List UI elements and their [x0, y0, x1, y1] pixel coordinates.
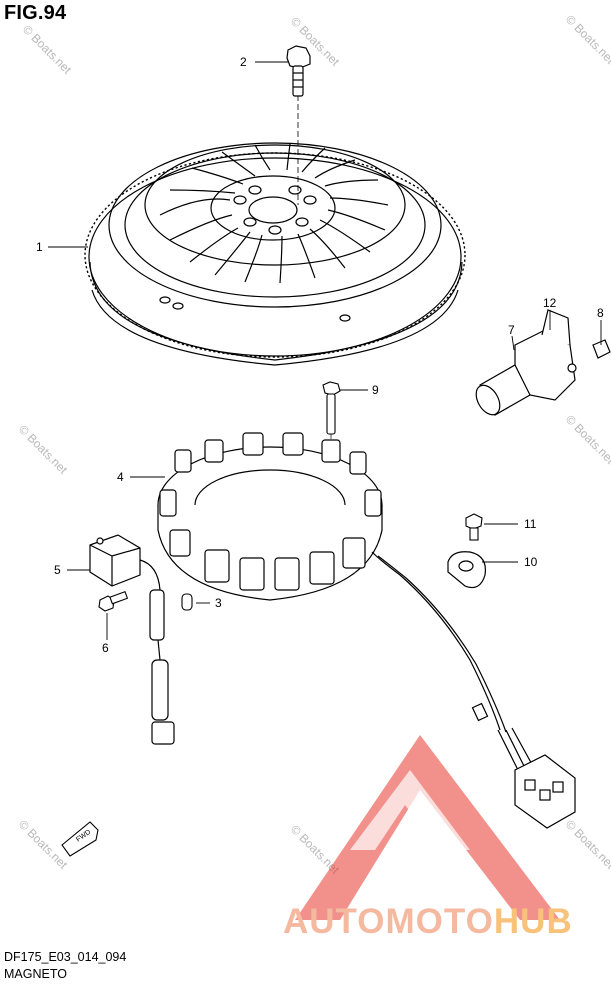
watermarks: © Boats.net © Boats.net © Boats.net © Bo…	[16, 12, 611, 877]
automotohub-logo	[295, 735, 560, 920]
brand-part-1: AUTO	[283, 902, 386, 941]
clamp	[447, 551, 487, 589]
callout-12: 12	[543, 296, 557, 310]
stator-bolt	[322, 381, 341, 470]
brand-wordmark: AUTOMOTOHUB	[283, 902, 573, 942]
callout-10: 10	[524, 555, 538, 569]
callout-4: 4	[117, 470, 124, 484]
callout-6: 6	[102, 641, 109, 655]
pulser-coil	[89, 534, 175, 745]
callout-7: 7	[508, 323, 515, 337]
callouts	[48, 61, 602, 640]
brand-part-3: HUB	[493, 902, 573, 941]
figure-title: FIG.94	[4, 2, 67, 24]
watermark: © Boats.net	[16, 422, 71, 477]
callout-labels: 1 2 3 4 5 6 7 8 9 10 11 12	[36, 55, 604, 655]
dowel-pin	[181, 593, 193, 611]
watermark: © Boats.net	[563, 817, 611, 872]
watermark: © Boats.net	[20, 22, 75, 77]
callout-1: 1	[36, 240, 43, 254]
stator-harness	[371, 551, 535, 771]
flywheel	[84, 95, 466, 366]
pulser-bolt	[98, 591, 129, 612]
callout-8: 8	[597, 306, 604, 320]
figure-name: MAGNETO	[4, 967, 67, 981]
callout-11: 11	[524, 517, 537, 531]
stator	[157, 432, 383, 601]
flywheel-bolt	[286, 45, 311, 97]
watermark: © Boats.net	[563, 412, 611, 467]
callout-5: 5	[54, 563, 61, 577]
fwd-arrow-icon: FWD	[61, 821, 99, 857]
watermark: © Boats.net	[563, 12, 611, 67]
sensor-assembly	[475, 309, 611, 416]
harness-connector	[514, 754, 576, 829]
callout-2: 2	[240, 55, 247, 69]
clamp-bolt	[465, 513, 483, 541]
callout-9: 9	[372, 383, 379, 397]
callout-3: 3	[215, 596, 222, 610]
brand-part-2: MOTO	[385, 902, 494, 941]
figure-code: DF175_E03_014_094	[4, 950, 127, 964]
